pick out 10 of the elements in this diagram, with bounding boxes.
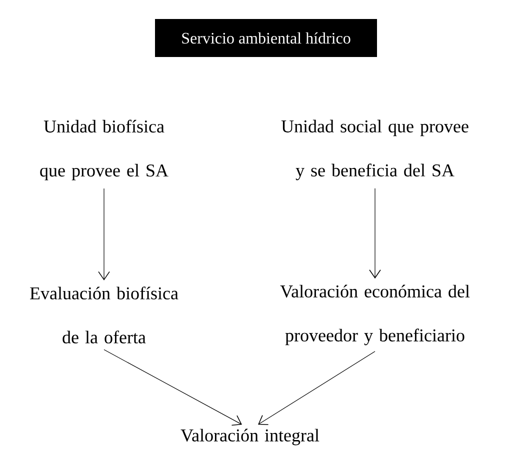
text-label: Unidad social que provee y se beneficia del SA	[281, 120, 468, 180]
arrow	[258, 351, 376, 426]
text-label: Valoración económica del proveedor y beneficiario	[280, 284, 470, 346]
arrow	[98, 188, 110, 280]
arrow	[104, 349, 242, 426]
text-label: Unidad biofísica que provee el SA	[40, 120, 168, 180]
text-label: Evaluación biofísica de la oferta	[30, 286, 178, 344]
arrow	[369, 188, 381, 279]
text-label: Valoración integral	[180, 428, 320, 446]
title-banner: Servicio ambiental hídrico	[155, 19, 377, 57]
